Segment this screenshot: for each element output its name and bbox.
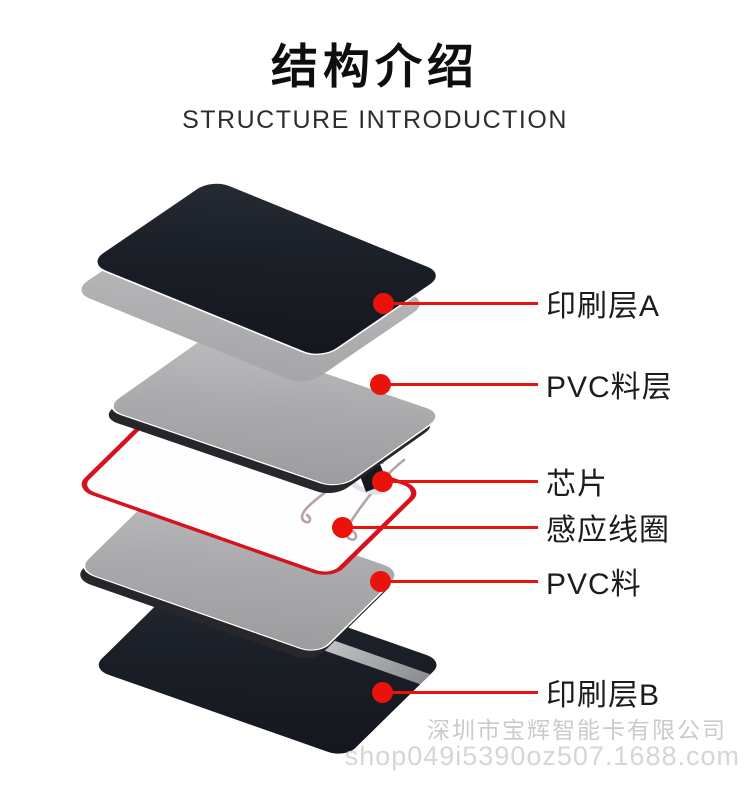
callout-line-printed-b: [382, 690, 538, 694]
callout-line-pvc-b: [380, 579, 538, 583]
card-layer-printed-a: [88, 179, 445, 359]
callout-dot-chip: [371, 470, 393, 492]
label-pvc-sheet: PVC料: [546, 568, 642, 601]
watermark-shop-url: shop049i5390oz507.1688.com: [344, 741, 740, 771]
callout-dot-pvc-b: [369, 570, 391, 592]
callout-dot-printed-a: [372, 292, 394, 314]
label-chip: 芯片: [546, 468, 608, 501]
label-induction-coil: 感应线圈: [546, 514, 670, 547]
page-subtitle: STRUCTURE INTRODUCTION: [182, 106, 568, 134]
callout-line-pvc-a: [380, 382, 538, 386]
callout-line-coil: [342, 525, 538, 529]
label-pvc-sheet-layer: PVC料层: [546, 371, 673, 404]
callout-dot-pvc-a: [369, 373, 391, 395]
label-printed-layer-a: 印刷层A: [546, 290, 661, 323]
callout-line-chip: [382, 479, 538, 483]
callout-dot-printed-b: [371, 681, 393, 703]
callout-line-printed-a: [383, 301, 538, 305]
callout-dot-coil: [331, 516, 353, 538]
label-printed-layer-b: 印刷层B: [546, 679, 661, 712]
page-title: 结构介绍: [271, 40, 479, 93]
watermark-company: 深圳市宝辉智能卡有限公司: [427, 717, 727, 743]
